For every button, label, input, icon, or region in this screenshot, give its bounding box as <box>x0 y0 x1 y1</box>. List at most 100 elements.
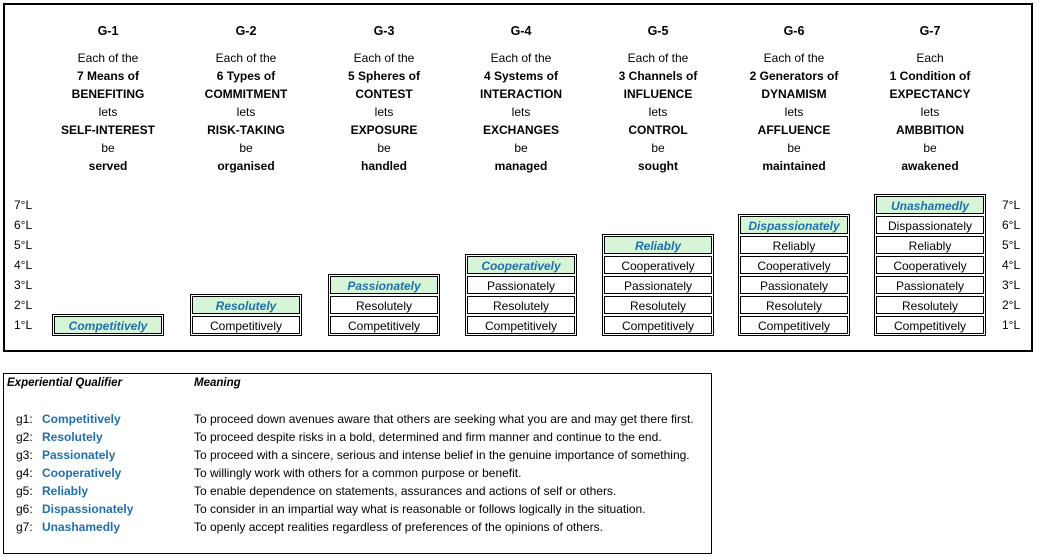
qualifier-cell-level-2: Resolutely <box>876 296 984 314</box>
column-id: G-1 <box>97 24 119 38</box>
qualifier-cell-level-6: Dispassionately <box>876 216 984 234</box>
column-text-line: lets <box>920 105 940 119</box>
qualifier-cell-level-3: Passionately <box>467 276 575 294</box>
level-label-left-5: 5°L <box>14 238 33 252</box>
column-text-line: Each of the <box>77 51 139 65</box>
legend-meaning: To openly accept realities regardless of… <box>194 520 603 534</box>
level-label-right-4: 4°L <box>1002 258 1021 272</box>
column-id: G-4 <box>510 24 532 38</box>
qualifier-cell-level-5: Reliably <box>740 236 848 254</box>
legend-term: Unashamedly <box>42 520 121 534</box>
column-text-line: handled <box>360 159 407 173</box>
column-text-line: Each of the <box>215 51 277 65</box>
qualifier-cell-level-2: Resolutely <box>330 296 438 314</box>
legend-term: Dispassionately <box>42 502 134 516</box>
qualifier-cell-level-4: Cooperatively <box>876 256 984 274</box>
column-text-line: 6 Types of <box>216 69 276 83</box>
qualifier-cell-level-3: Passionately <box>740 276 848 294</box>
qualifier-cell-level-5: Reliably <box>604 236 712 254</box>
legend-meaning: To proceed despite risks in a bold, dete… <box>194 430 662 444</box>
level-label-left-3: 3°L <box>14 278 33 292</box>
column-text-line: CONTEST <box>355 87 413 101</box>
legend-meaning: To proceed down avenues aware that other… <box>194 412 694 426</box>
legend-code: g1: <box>16 412 33 426</box>
legend-term: Reliably <box>42 484 89 498</box>
column-text-line: be <box>923 141 937 155</box>
legend-term: Passionately <box>42 448 116 462</box>
column-text-line: 4 Systems of <box>483 69 559 83</box>
column-id: G-2 <box>235 24 257 38</box>
column-id: G-5 <box>647 24 669 38</box>
qualifier-cell-level-1: Competitively <box>604 316 712 334</box>
level-label-right-6: 6°L <box>1002 218 1021 232</box>
column-text-line: lets <box>784 105 804 119</box>
legend-row: g2: Resolutely To proceed despite risks in… <box>16 428 662 446</box>
column-text-line: EXPECTANCY <box>889 87 971 101</box>
qualifier-cell-level-1: Competitively <box>192 316 300 334</box>
column-id: G-3 <box>373 24 395 38</box>
column-text-line: lets <box>511 105 531 119</box>
column-text-line: COMMITMENT <box>204 87 288 101</box>
column-text-line: be <box>239 141 253 155</box>
qualifier-cell-level-1: Competitively <box>467 316 575 334</box>
qualifier-cell-level-5: Reliably <box>876 236 984 254</box>
qualifier-cell-level-4: Cooperatively <box>604 256 712 274</box>
column-text-line: 1 Condition of <box>889 69 971 83</box>
column-text-line: Each of the <box>353 51 415 65</box>
column-text-line: be <box>101 141 115 155</box>
qualifier-cell-level-7: Unashamedly <box>876 196 984 214</box>
column-text-line: Each <box>916 51 944 65</box>
column-id: G-7 <box>919 24 941 38</box>
qualifier-cell-level-3: Passionately <box>604 276 712 294</box>
qualifier-cell-level-2: Resolutely <box>467 296 575 314</box>
column-text-line: managed <box>494 159 548 173</box>
column-text-line: AFFLUENCE <box>757 123 831 137</box>
column-text-line: lets <box>374 105 394 119</box>
legend-code: g2: <box>16 430 33 444</box>
column-text-line: lets <box>648 105 668 119</box>
legend-term: Cooperatively <box>42 466 122 480</box>
level-label-left-7: 7°L <box>14 198 33 212</box>
column-text-line: sought <box>638 159 678 173</box>
column-text-line: be <box>787 141 801 155</box>
column-text-line: RISK-TAKING <box>207 123 285 137</box>
column-text-line: organised <box>217 159 275 173</box>
legend-table: Experiential Qualifier Meaning g1:Compet… <box>3 373 712 554</box>
column-text-line: Each of the <box>627 51 689 65</box>
column-text-line: EXPOSURE <box>350 123 418 137</box>
level-label-right-5: 5°L <box>1002 238 1021 252</box>
column-text-line: served <box>88 159 128 173</box>
column-text-line: DYNAMISM <box>761 87 827 101</box>
level-label-right-3: 3°L <box>1002 278 1021 292</box>
column-text-line: be <box>651 141 665 155</box>
column-text-line: awakened <box>901 159 959 173</box>
qualifier-cell-level-2: Resolutely <box>604 296 712 314</box>
column-text-line: 2 Generators of <box>749 69 839 83</box>
legend-term: Resolutely <box>42 430 103 444</box>
qualifier-cell-level-1: Competitively <box>54 316 162 334</box>
column-id: G-6 <box>783 24 805 38</box>
level-label-right-7: 7°L <box>1002 198 1021 212</box>
qualifier-cell-level-4: Cooperatively <box>467 256 575 274</box>
level-label-right-1: 1°L <box>1002 318 1021 332</box>
level-label-left-6: 6°L <box>14 218 33 232</box>
legend-meaning: To consider in an impartial way what is … <box>194 502 646 516</box>
column-text-line: 7 Means of <box>76 69 139 83</box>
column-text-line: INTERACTION <box>480 87 562 101</box>
qualifier-cell-level-1: Competitively <box>330 316 438 334</box>
legend-code: g4: <box>16 466 33 480</box>
